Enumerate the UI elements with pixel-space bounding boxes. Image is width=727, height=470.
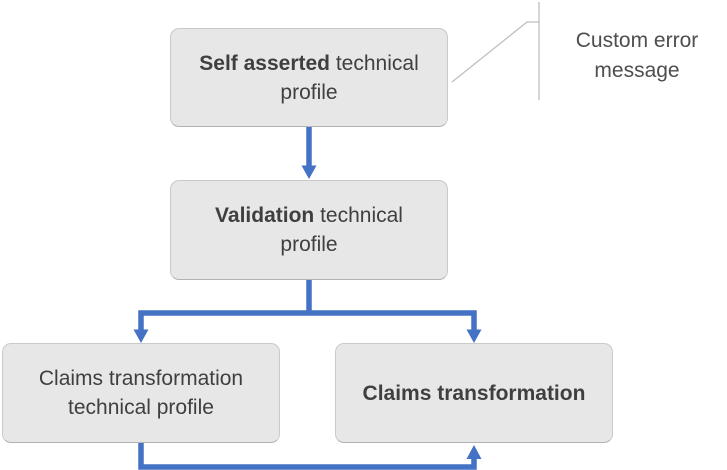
callout-leader-line xyxy=(451,21,539,83)
node-validation-technical-profile: Validation technical profile xyxy=(170,180,448,280)
node-claims-transformation-technical-profile: Claims transformation technical profile xyxy=(2,343,280,443)
callout-label: Custom error message xyxy=(575,29,699,82)
arrowhead-into-claims-transformation-bottom xyxy=(466,445,482,459)
node-label-bold: Self asserted xyxy=(199,51,331,75)
arrowhead-into-claims-transformation-top xyxy=(466,329,482,343)
node-label-bold: Claims transformation xyxy=(362,381,586,405)
connector-claims-bottom-loop xyxy=(138,443,477,470)
node-label: Self asserted technical profile xyxy=(184,49,434,107)
arrowhead-into-validation xyxy=(301,165,317,179)
node-label: Claims transformation technical profile xyxy=(16,364,266,422)
node-label-bold: Validation xyxy=(215,204,315,227)
node-label-rest: technical profile xyxy=(280,204,403,256)
node-self-asserted-technical-profile: Self asserted technical profile xyxy=(170,28,448,127)
node-label: Claims transformation xyxy=(363,379,586,408)
arrowhead-into-claims-tp xyxy=(133,329,149,343)
node-claims-transformation: Claims transformation xyxy=(335,343,613,443)
node-label: Validation technical profile xyxy=(184,201,434,259)
node-label-rest: technical profile xyxy=(280,51,419,104)
node-label-rest: Claims transformation technical profile xyxy=(38,367,244,419)
connector-validation-branch xyxy=(138,310,477,331)
